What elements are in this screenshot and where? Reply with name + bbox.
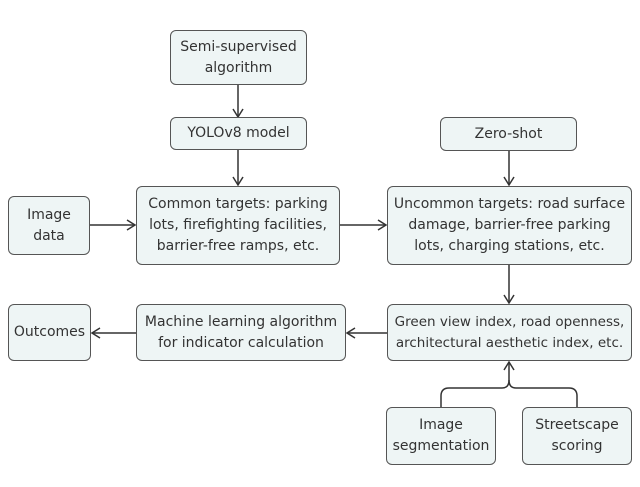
- node-label: Semi-supervised algorithm: [180, 38, 297, 76]
- node-semi-supervised: Semi-supervised algorithm: [170, 30, 307, 85]
- node-outcomes: Outcomes: [8, 304, 91, 361]
- node-ml-algorithm: Machine learning algorithm for indicator…: [136, 304, 346, 361]
- node-indices: Green view index, road openness, archite…: [387, 304, 632, 361]
- node-label: Zero-shot: [474, 125, 543, 142]
- node-common-targets: Common targets: parking lots, firefighti…: [136, 186, 340, 265]
- node-label: Common targets: parking lots, firefighti…: [148, 196, 328, 254]
- node-uncommon-targets: Uncommon targets: road surface damage, b…: [387, 186, 632, 265]
- node-label: YOLOv8 model: [187, 125, 290, 141]
- node-yolov8: YOLOv8 model: [170, 117, 307, 150]
- node-label: Image segmentation: [392, 417, 490, 454]
- node-image-data: Image data: [8, 196, 90, 255]
- node-label: Outcomes: [13, 324, 86, 340]
- node-label: Streetscape scoring: [535, 417, 619, 454]
- edge-segmentation-to-indices: [440, 360, 515, 407]
- node-label: Green view index, road openness, archite…: [394, 313, 625, 351]
- node-label: Machine learning algorithm for indicator…: [144, 313, 338, 351]
- node-label: Image data: [27, 206, 71, 244]
- node-streetscape-scoring: Streetscape scoring: [522, 407, 632, 465]
- node-zero-shot: Zero-shot: [440, 117, 577, 151]
- node-label: Uncommon targets: road surface damage, b…: [393, 196, 626, 254]
- edge-scoring-to-indices: [508, 379, 578, 407]
- node-image-segmentation: Image segmentation: [386, 407, 496, 465]
